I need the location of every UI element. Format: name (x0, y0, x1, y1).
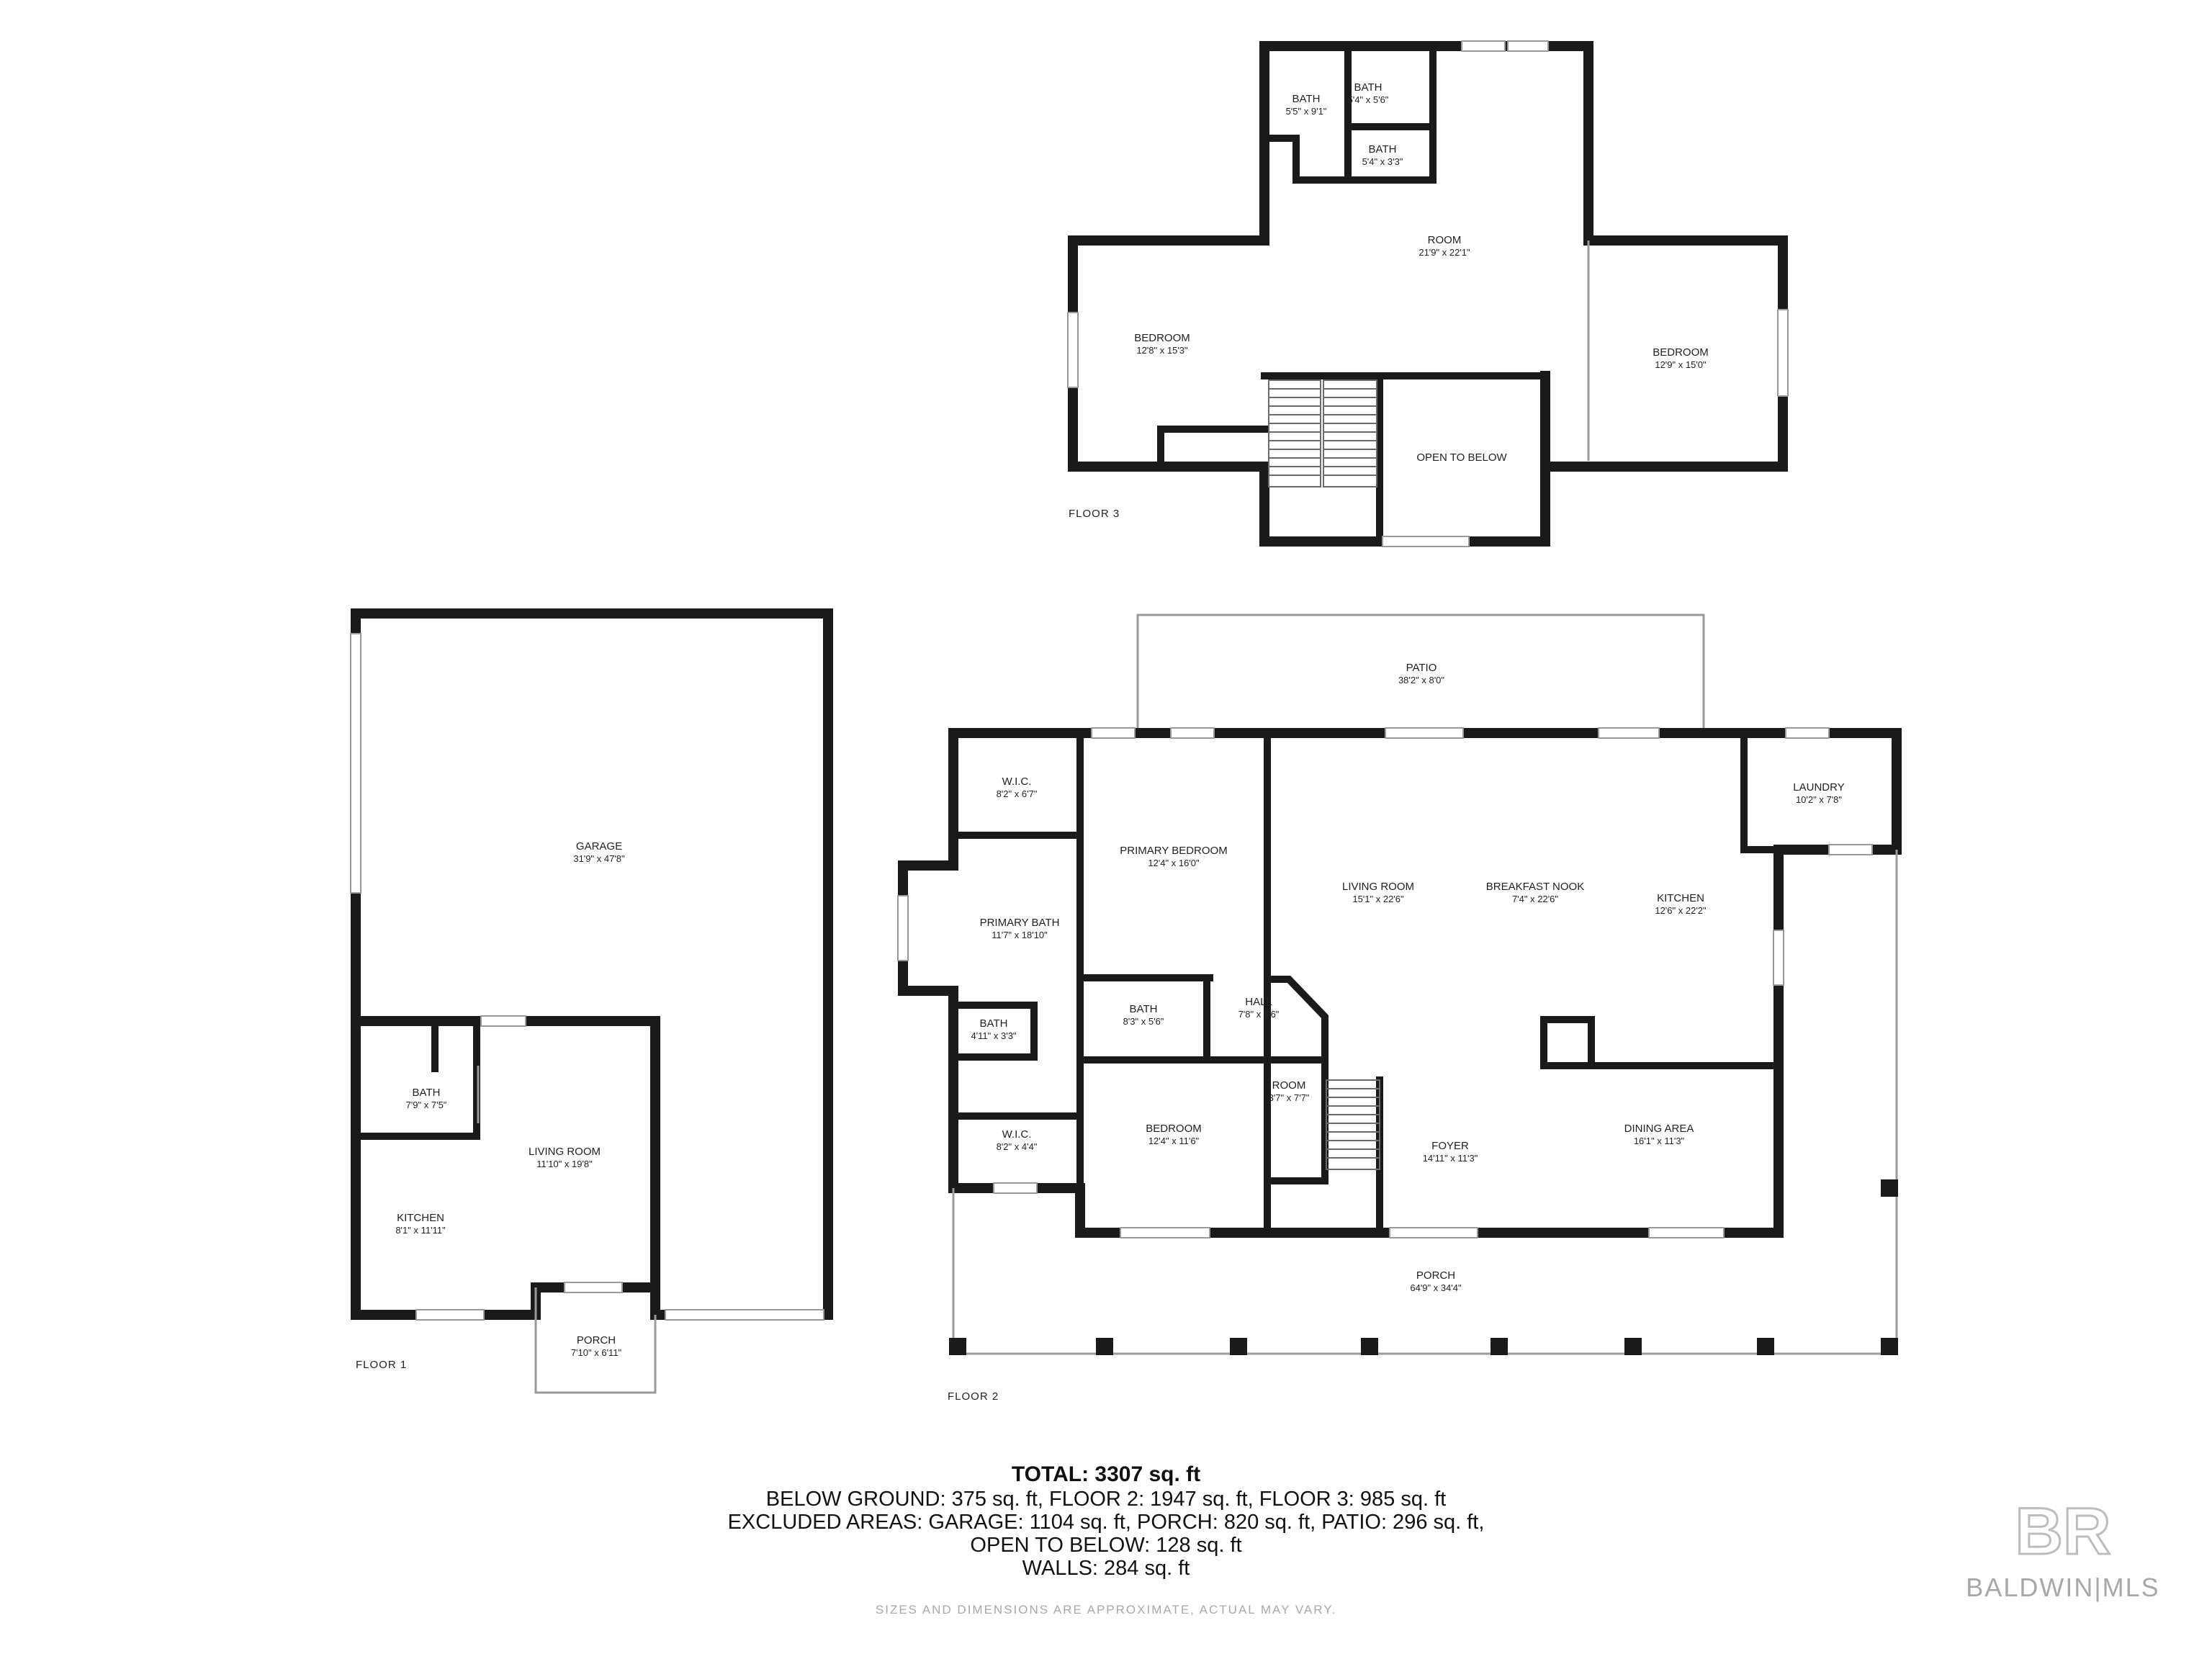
floor-2-stairs (1326, 1079, 1380, 1170)
br-logo-mark-icon: BR (2014, 1498, 2112, 1563)
floor-3-label: FLOOR 3 (1069, 508, 1120, 520)
floor3-open-to-below-name: OPEN TO BELOW (1416, 451, 1507, 464)
floor1-porch-dim: 7'10" x 6'11" (571, 1347, 622, 1358)
area-breakdown-line-4: WALLS: 284 sq. ft (1022, 1557, 1190, 1580)
floor2-wic-bottom-dim: 8'2" x 4'4" (997, 1141, 1038, 1152)
floor3-bath-a-dim: 5'5" x 9'1" (1286, 106, 1327, 117)
floor3-bath-b-name: BATH (1354, 81, 1382, 94)
floor2-kitchen-name: KITCHEN (1657, 892, 1704, 904)
logo-wordmark: BALDWIN|MLS (1966, 1573, 2160, 1602)
floor1-garage-dim: 31'9" x 47'8" (573, 853, 625, 864)
floor2-wic-top-dim: 8'2" x 6'7" (997, 788, 1038, 799)
floor3-room-dim: 21'9" x 22'1" (1419, 247, 1470, 258)
floor2-primary-bath-dim: 11'7" x 18'10" (992, 930, 1048, 940)
floor-2-plan: PATIO 38'2" x 8'0" W.I.C. 8'2" x 6'7" PR… (897, 613, 1902, 1403)
floor2-room-name: ROOM (1272, 1079, 1306, 1092)
baldwin-mls-logo: BR BALDWIN|MLS (1944, 1498, 2182, 1613)
floor-2-label: FLOOR 2 (948, 1390, 999, 1403)
floor3-room-name: ROOM (1428, 234, 1462, 246)
floor2-bedroom-name: BEDROOM (1146, 1123, 1202, 1135)
floor2-breakfast-nook-name: BREAKFAST NOOK (1486, 881, 1584, 893)
floor2-porch-name: PORCH (1416, 1269, 1455, 1282)
floor1-living-room-name: LIVING ROOM (529, 1146, 601, 1158)
floor2-bath-small-name: BATH (980, 1017, 1008, 1030)
floor2-dining-area-name: DINING AREA (1624, 1123, 1694, 1135)
floor-3-stairs (1268, 379, 1377, 487)
floor2-bath-small-dim: 4'11" x 3'3" (971, 1030, 1016, 1041)
floor2-laundry-name: LAUNDRY (1793, 781, 1844, 793)
floor1-garage-name: GARAGE (576, 840, 622, 853)
floor2-wic-bottom-name: W.I.C. (1002, 1128, 1032, 1141)
floor2-bath-name: BATH (1130, 1003, 1158, 1015)
floor2-primary-bedroom-name: PRIMARY BEDROOM (1120, 845, 1227, 857)
floor1-porch-name: PORCH (577, 1334, 616, 1346)
disclaimer: SIZES AND DIMENSIONS ARE APPROXIMATE, AC… (875, 1603, 1337, 1617)
floor2-hall-dim: 7'8" x 5'6" (1238, 1009, 1280, 1020)
porch-posts (949, 1179, 1898, 1355)
floor2-bath-dim: 8'3" x 5'6" (1123, 1016, 1164, 1027)
floor2-porch-dim: 64'9" x 34'4" (1410, 1282, 1462, 1293)
floor3-bedroom-left-name: BEDROOM (1134, 332, 1190, 344)
floor2-kitchen-dim: 12'6" x 22'2" (1655, 905, 1707, 916)
floor3-bedroom-left-dim: 12'8" x 15'3" (1136, 345, 1188, 356)
area-breakdown-line-3: OPEN TO BELOW: 128 sq. ft (970, 1534, 1242, 1557)
floor2-patio-dim: 38'2" x 8'0" (1398, 675, 1444, 685)
floor2-room-dim: 3'7" x 7'7" (1269, 1092, 1310, 1103)
floor2-dining-area-dim: 16'1" x 11'3" (1634, 1136, 1685, 1146)
floor-1-label: FLOOR 1 (356, 1359, 407, 1371)
floor3-bath-c-name: BATH (1369, 143, 1397, 156)
floor3-bedroom-right-name: BEDROOM (1653, 346, 1709, 359)
floor1-bath-dim: 7'9" x 7'5" (406, 1100, 447, 1110)
floor2-hall-name: HALL (1245, 996, 1272, 1008)
floor3-bedroom-right-dim: 12'9" x 15'0" (1655, 359, 1707, 370)
floor2-foyer-dim: 14'11" x 11'3" (1423, 1153, 1478, 1164)
floor2-wic-top-name: W.I.C. (1002, 775, 1032, 788)
floor-3-plan: BATH 5'5" x 9'1" BATH 5'4" x 5'6" BATH 5… (1067, 40, 1789, 547)
floor3-bath-c-dim: 5'4" x 3'3" (1362, 156, 1403, 167)
floor-1-plan: GARAGE 31'9" x 47'8" BATH 7'9" x 7'5" LI… (350, 608, 833, 1394)
floor1-kitchen-name: KITCHEN (397, 1212, 444, 1224)
floor1-living-room-dim: 11'10" x 19'8" (536, 1159, 593, 1169)
floor2-primary-bath-name: PRIMARY BATH (980, 917, 1060, 929)
floor2-bedroom-dim: 12'4" x 11'6" (1148, 1136, 1200, 1146)
floor2-living-room-name: LIVING ROOM (1342, 881, 1414, 893)
area-summary: TOTAL: 3307 sq. ft BELOW GROUND: 375 sq.… (602, 1462, 1610, 1580)
svg-text:BR: BR (2015, 1498, 2111, 1563)
floor2-patio-name: PATIO (1406, 662, 1437, 674)
floor1-bath-name: BATH (413, 1087, 441, 1099)
total-area: TOTAL: 3307 sq. ft (1011, 1462, 1201, 1486)
floor2-primary-bedroom-dim: 12'4" x 16'0" (1148, 858, 1200, 868)
area-breakdown-line-1: BELOW GROUND: 375 sq. ft, FLOOR 2: 1947 … (765, 1488, 1447, 1511)
floor2-living-room-dim: 15'1" x 22'6" (1352, 894, 1404, 904)
floor2-foyer-name: FOYER (1431, 1140, 1469, 1152)
floor1-kitchen-dim: 8'1" x 11'11" (395, 1225, 446, 1236)
floor3-bath-b-dim: 5'4" x 5'6" (1348, 94, 1389, 105)
floor2-breakfast-nook-dim: 7'4" x 22'6" (1512, 894, 1558, 904)
area-breakdown-line-2: EXCLUDED AREAS: GARAGE: 1104 sq. ft, POR… (727, 1511, 1485, 1534)
floor3-bath-a-name: BATH (1292, 93, 1321, 105)
floor2-laundry-dim: 10'2" x 7'8" (1796, 794, 1842, 805)
